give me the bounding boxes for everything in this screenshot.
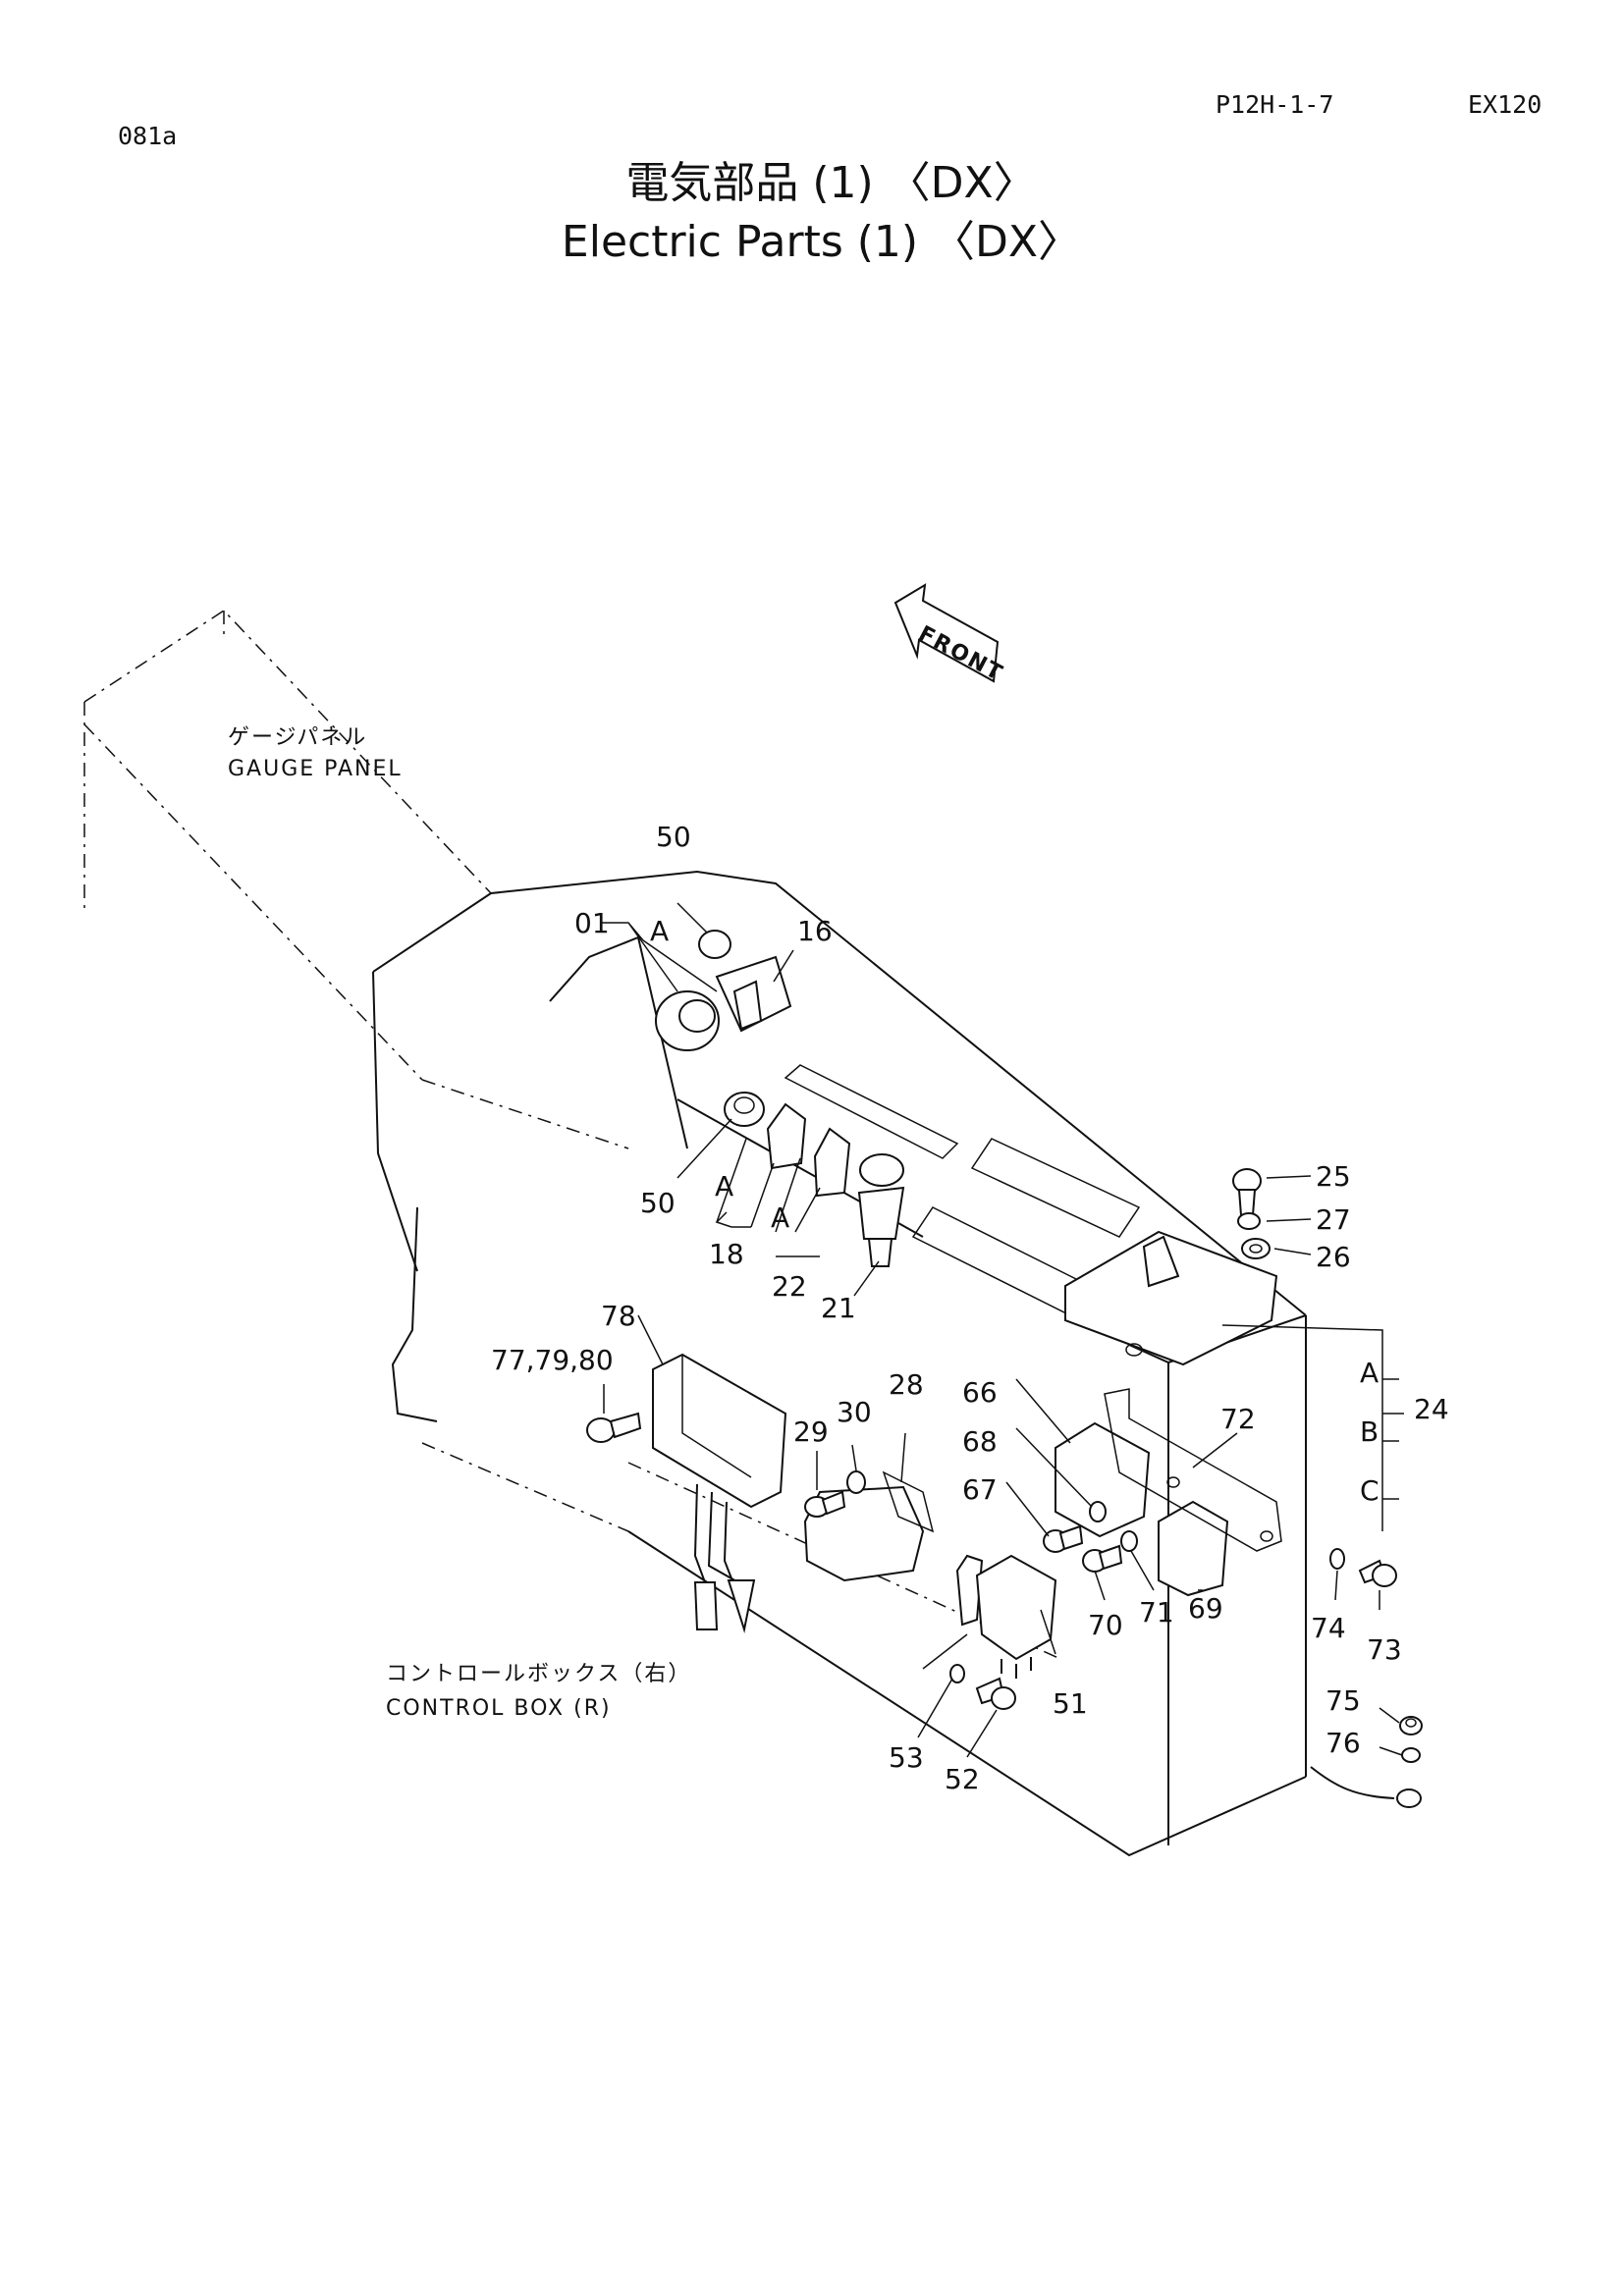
callout-c-switch: C xyxy=(1360,1474,1380,1507)
front-arrow-icon: FRONT xyxy=(893,583,1007,686)
callout-29: 29 xyxy=(793,1415,829,1448)
screw-part-70 xyxy=(1082,1544,1123,1573)
callout-71: 71 xyxy=(1139,1596,1174,1629)
washer-part-71 xyxy=(1120,1530,1138,1552)
control-box-label-jp: コントロールボックス（右） xyxy=(386,1662,691,1686)
callout-a-knob-2: A xyxy=(771,1201,789,1234)
screw-part-52 xyxy=(975,1677,1016,1710)
switch-part-16 xyxy=(715,955,792,1033)
screw-part-73 xyxy=(1358,1559,1397,1587)
rocker-switch-part-24 xyxy=(1064,1230,1278,1366)
key-switch-part-01 xyxy=(655,990,720,1051)
title-japanese: 電気部品 (1) 〈DX〉 xyxy=(625,158,1037,208)
callout-24: 24 xyxy=(1414,1393,1449,1425)
callout-26: 26 xyxy=(1316,1241,1351,1273)
callout-27: 27 xyxy=(1316,1203,1351,1236)
nut-part-75 xyxy=(1399,1716,1423,1735)
callout-16: 16 xyxy=(797,915,833,947)
gauge-panel-label-jp: ゲージパネル xyxy=(228,725,367,750)
model-code: EX120 xyxy=(1468,90,1542,119)
screw-part-25 xyxy=(1232,1168,1262,1216)
ground-terminal xyxy=(1310,1766,1422,1808)
callout-18: 18 xyxy=(709,1238,744,1270)
callout-53: 53 xyxy=(889,1741,924,1774)
push-switch-part-21 xyxy=(857,1153,905,1267)
screw-part-77 xyxy=(586,1412,642,1443)
callout-52: 52 xyxy=(945,1763,980,1795)
washer-part-30 xyxy=(846,1470,866,1494)
sheet-code: P12H-1-7 xyxy=(1216,90,1334,119)
callout-a: A xyxy=(650,915,669,947)
callout-74: 74 xyxy=(1311,1612,1346,1644)
bracket-part-72 xyxy=(1104,1388,1282,1552)
control-unit-part-78 xyxy=(652,1353,787,1633)
callout-51: 51 xyxy=(1053,1687,1088,1720)
gauge-panel-outline xyxy=(83,610,1061,1660)
callout-75: 75 xyxy=(1325,1684,1361,1717)
leader-lines xyxy=(601,902,1404,1758)
callout-a-switch: A xyxy=(1360,1357,1379,1389)
callout-76: 76 xyxy=(1325,1727,1361,1759)
relay-part-69 xyxy=(1158,1500,1229,1597)
gauge-panel-label-en: GAUGE PANEL xyxy=(228,757,403,781)
callout-78: 78 xyxy=(601,1300,636,1332)
callout-22: 22 xyxy=(772,1270,807,1303)
title-english: Electric Parts (1) 〈DX〉 xyxy=(561,217,1082,267)
callout-72: 72 xyxy=(1220,1403,1256,1435)
washer-part-76 xyxy=(1401,1747,1421,1763)
screw-part-67 xyxy=(1043,1524,1084,1553)
callout-01: 01 xyxy=(574,907,610,939)
knob-part-22 xyxy=(813,1127,851,1198)
screw-part-29 xyxy=(804,1490,846,1518)
page-code: 081a xyxy=(118,122,178,150)
callout-25: 25 xyxy=(1316,1160,1351,1193)
washer-part-53 xyxy=(949,1664,965,1683)
washer-part-74 xyxy=(1329,1548,1345,1570)
washer-part-26 xyxy=(1241,1238,1271,1259)
relay-part-51 xyxy=(955,1554,1057,1679)
callout-77-79-80: 77,79,80 xyxy=(491,1344,614,1376)
callout-66: 66 xyxy=(962,1376,998,1409)
callout-50-lower: 50 xyxy=(640,1187,676,1219)
callout-67: 67 xyxy=(962,1473,998,1506)
front-arrow-label: FRONT xyxy=(914,621,1007,686)
lamp-part-50-top xyxy=(698,930,731,959)
lamp-part-50-lower xyxy=(724,1092,765,1127)
callout-a-knob: A xyxy=(715,1170,733,1202)
relay-part-28 xyxy=(803,1470,935,1582)
callout-21: 21 xyxy=(821,1292,856,1324)
washer-part-68 xyxy=(1089,1501,1107,1522)
control-box-label-en: CONTROL BOX (R) xyxy=(386,1696,612,1721)
callout-b-switch: B xyxy=(1360,1415,1379,1448)
callout-70: 70 xyxy=(1088,1609,1123,1641)
knob-part-18 xyxy=(766,1102,807,1170)
callout-73: 73 xyxy=(1367,1633,1402,1666)
callout-69: 69 xyxy=(1188,1592,1223,1625)
callout-28: 28 xyxy=(889,1368,924,1401)
callout-68: 68 xyxy=(962,1425,998,1458)
callout-30: 30 xyxy=(837,1396,872,1428)
washer-part-27 xyxy=(1237,1212,1261,1230)
callout-50: 50 xyxy=(656,821,691,853)
relay-part-66 xyxy=(1055,1421,1151,1538)
